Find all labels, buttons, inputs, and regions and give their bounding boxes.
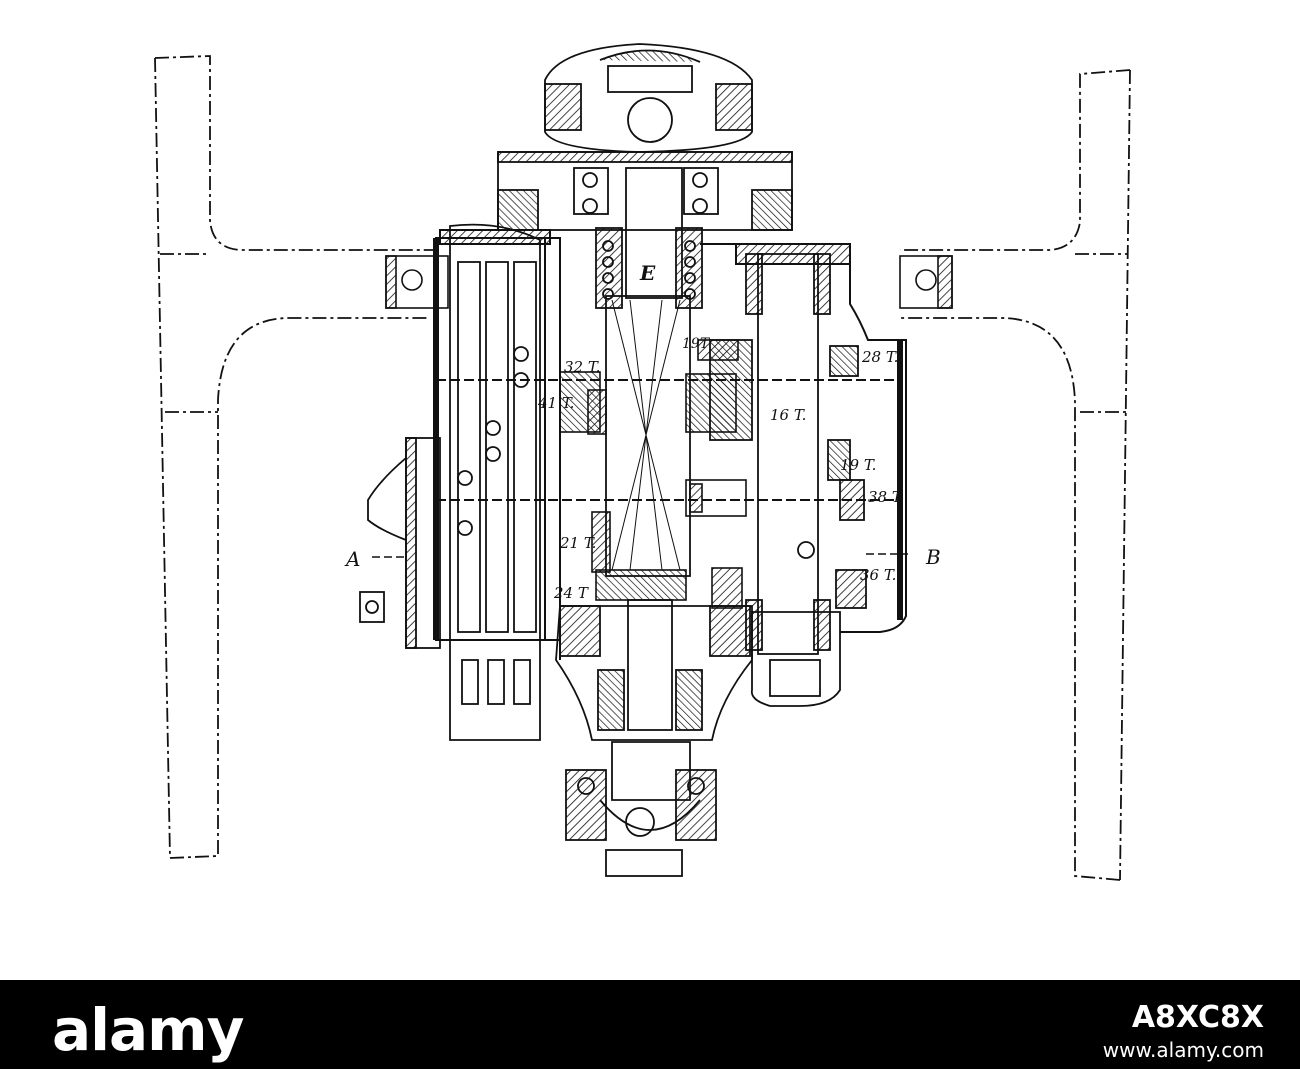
- label-24t: 24 T: [553, 584, 589, 602]
- lower-housing: [555, 599, 841, 741]
- drawing-area: E A B 19T 28 T. 32 T. 41 T. 16 T. 19 T. …: [154, 43, 1131, 881]
- chassis-frame: [154, 55, 1131, 881]
- watermark-image-id: A8XC8X: [1131, 1000, 1264, 1035]
- cross-member: [385, 255, 953, 309]
- brake-drum: [497, 151, 793, 231]
- label-shaft-e: E: [639, 261, 656, 285]
- layshaft: [709, 253, 867, 655]
- left-flange: [359, 437, 441, 649]
- label-16t: 16 T.: [770, 406, 806, 424]
- section-line-a-b: [372, 553, 908, 558]
- label-38t: 38 T: [868, 488, 903, 506]
- label-41t: 41 T.: [537, 394, 574, 412]
- selector-rods: [449, 223, 541, 741]
- watermark-logo: alamy: [52, 996, 244, 1064]
- label-19t-upper: 19T: [682, 336, 711, 352]
- main-shaft: [595, 167, 703, 577]
- label-21t: 21 T.: [559, 534, 596, 552]
- gearbox-cross-section-drawing: E A B 19T 28 T. 32 T. 41 T. 16 T. 19 T. …: [154, 43, 1131, 881]
- label-19t-lower: 19 T.: [840, 456, 876, 474]
- gearbox-casing: [433, 229, 907, 660]
- diagram-labels: E A B 19T 28 T. 32 T. 41 T. 16 T. 19 T. …: [344, 261, 941, 602]
- label-28t: 28 T.: [861, 348, 898, 366]
- watermark-url: www.alamy.com: [1102, 1038, 1264, 1062]
- watermark-footer: [0, 980, 1300, 1069]
- label-section-a: A: [344, 547, 360, 571]
- label-section-b: B: [925, 545, 941, 569]
- bottom-universal-joint: [565, 741, 717, 877]
- label-36t: 36 T.: [860, 566, 896, 584]
- top-universal-joint: [544, 43, 753, 153]
- label-32t: 32 T.: [564, 358, 600, 376]
